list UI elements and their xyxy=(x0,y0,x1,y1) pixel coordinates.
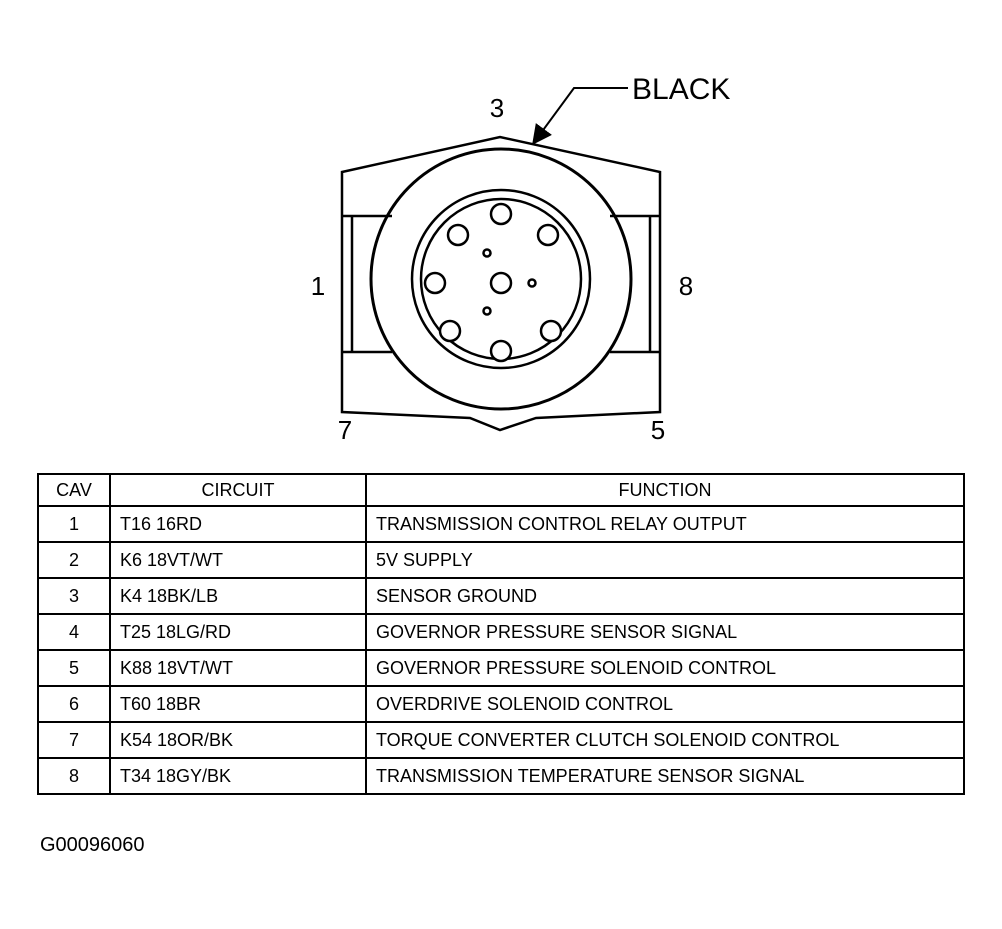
cavity-pin xyxy=(489,202,513,226)
cell-function: GOVERNOR PRESSURE SOLENOID CONTROL xyxy=(365,649,965,687)
header-function: FUNCTION xyxy=(365,473,965,507)
table-row: 1 T16 16RD TRANSMISSION CONTROL RELAY OU… xyxy=(37,505,965,543)
header-cav: CAV xyxy=(37,473,111,507)
key-dot xyxy=(482,248,492,258)
key-dot xyxy=(482,306,492,316)
cavity-label-bottom-left: 7 xyxy=(338,415,352,445)
cell-function: GOVERNOR PRESSURE SENSOR SIGNAL xyxy=(365,613,965,651)
figure-id: G00096060 xyxy=(40,834,145,856)
cell-circuit: T16 16RD xyxy=(109,505,367,543)
cavity-pin xyxy=(489,271,513,295)
table-row: 6 T60 18BR OVERDRIVE SOLENOID CONTROL xyxy=(37,685,965,723)
cavity-label-top: 3 xyxy=(490,93,504,123)
cell-cav: 8 xyxy=(37,757,111,795)
cell-circuit: K6 18VT/WT xyxy=(109,541,367,579)
cell-cav: 2 xyxy=(37,541,111,579)
table-row: 8 T34 18GY/BK TRANSMISSION TEMPERATURE S… xyxy=(37,757,965,795)
pinout-table: CAV CIRCUIT FUNCTION 1 T16 16RD TRANSMIS… xyxy=(37,473,965,795)
table-row: 3 K4 18BK/LB SENSOR GROUND xyxy=(37,577,965,615)
cell-cav: 1 xyxy=(37,505,111,543)
cell-function: TRANSMISSION CONTROL RELAY OUTPUT xyxy=(365,505,965,543)
connector-housing xyxy=(340,135,662,432)
cell-cav: 3 xyxy=(37,577,111,615)
cell-function: 5V SUPPLY xyxy=(365,541,965,579)
table-row: 7 K54 18OR/BK TORQUE CONVERTER CLUTCH SO… xyxy=(37,721,965,759)
cell-cav: 5 xyxy=(37,649,111,687)
color-callout-label: BLACK xyxy=(632,73,730,106)
cavity-pin xyxy=(446,223,470,247)
cavity-pins xyxy=(423,202,563,363)
cell-circuit: T60 18BR xyxy=(109,685,367,723)
cell-function: TRANSMISSION TEMPERATURE SENSOR SIGNAL xyxy=(365,757,965,795)
cavity-label-right: 8 xyxy=(679,271,693,301)
table-row: 5 K88 18VT/WT GOVERNOR PRESSURE SOLENOID… xyxy=(37,649,965,687)
cell-cav: 6 xyxy=(37,685,111,723)
cell-cav: 7 xyxy=(37,721,111,759)
outer-ring xyxy=(369,147,633,411)
cell-function: SENSOR GROUND xyxy=(365,577,965,615)
cell-circuit: T34 18GY/BK xyxy=(109,757,367,795)
connector-diagram: BLACK 3 1 8 7 5 xyxy=(311,73,731,445)
cavity-pin xyxy=(423,271,447,295)
cavity-pin xyxy=(536,223,560,247)
cavity-pin xyxy=(489,339,513,363)
key-dot xyxy=(527,278,537,288)
table-header-row: CAV CIRCUIT FUNCTION xyxy=(37,473,965,507)
cavity-pin xyxy=(539,319,563,343)
cavity-label-bottom-right: 5 xyxy=(651,415,665,445)
cell-function: TORQUE CONVERTER CLUTCH SOLENOID CONTROL xyxy=(365,721,965,759)
cell-circuit: K54 18OR/BK xyxy=(109,721,367,759)
table-row: 2 K6 18VT/WT 5V SUPPLY xyxy=(37,541,965,579)
cell-circuit: T25 18LG/RD xyxy=(109,613,367,651)
header-circuit: CIRCUIT xyxy=(109,473,367,507)
color-callout-leader xyxy=(532,87,628,146)
table-row: 4 T25 18LG/RD GOVERNOR PRESSURE SENSOR S… xyxy=(37,613,965,651)
cavity-pin xyxy=(438,319,462,343)
cell-function: OVERDRIVE SOLENOID CONTROL xyxy=(365,685,965,723)
cell-circuit: K4 18BK/LB xyxy=(109,577,367,615)
cell-cav: 4 xyxy=(37,613,111,651)
middle-ring xyxy=(410,188,592,370)
cell-circuit: K88 18VT/WT xyxy=(109,649,367,687)
cavity-label-left: 1 xyxy=(311,271,325,301)
